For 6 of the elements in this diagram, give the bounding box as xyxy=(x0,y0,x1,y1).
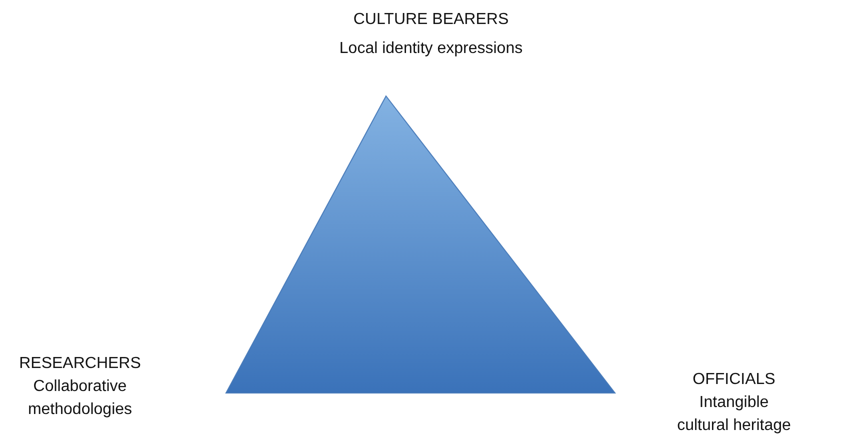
group-description: Intangible cultural heritage xyxy=(676,393,792,436)
group-heading: RESEARCHERS xyxy=(19,354,141,374)
group-heading: CULTURE BEARERS xyxy=(353,10,509,30)
group-description: Collaborative methodologies xyxy=(26,377,134,420)
group-heading: OFFICIALS xyxy=(692,370,776,390)
group-description: Local identity expressions xyxy=(339,39,523,59)
